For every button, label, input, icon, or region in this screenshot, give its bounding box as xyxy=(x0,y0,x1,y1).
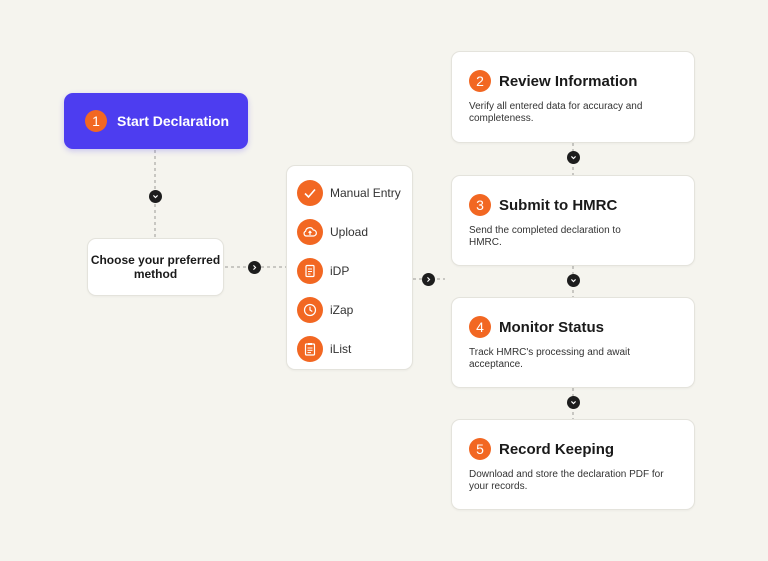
step-title: Monitor Status xyxy=(499,318,604,336)
method-list: Manual Entry Upload iDP iZap iList xyxy=(286,165,413,370)
step-number-badge: 3 xyxy=(469,194,491,216)
method-label: iList xyxy=(330,341,352,356)
method-item-idp[interactable]: iDP xyxy=(297,251,412,290)
chevron-down-icon xyxy=(149,190,162,203)
chevron-down-icon xyxy=(567,151,580,164)
method-label: iZap xyxy=(330,302,354,317)
start-declaration-title: Start Declaration xyxy=(117,113,230,129)
step-description: Send the completed declaration to HMRC. xyxy=(469,225,621,248)
method-item-ilist[interactable]: iList xyxy=(297,329,412,368)
monitor-status-node: 4 Monitor Status Track HMRC's processing… xyxy=(451,297,695,388)
step-number-badge: 5 xyxy=(469,438,491,460)
clipboard-list-icon xyxy=(297,335,323,362)
method-label: iDP xyxy=(330,263,350,278)
step-description: Verify all entered data for accuracy and… xyxy=(469,101,643,124)
start-declaration-node: 1 Start Declaration xyxy=(64,93,248,149)
choose-method-label: Choose your preferred method xyxy=(90,253,221,281)
method-item-upload[interactable]: Upload xyxy=(297,212,412,251)
step-number-badge: 4 xyxy=(469,316,491,338)
document-icon xyxy=(297,257,323,284)
step-description: Track HMRC's processing and await accept… xyxy=(469,347,631,370)
chevron-down-icon xyxy=(567,274,580,287)
method-label: Upload xyxy=(330,224,369,239)
step-number-badge: 1 xyxy=(85,110,107,132)
step-number-badge: 2 xyxy=(469,70,491,92)
method-label: Manual Entry xyxy=(330,185,401,200)
check-icon xyxy=(297,179,323,206)
clock-icon xyxy=(297,296,323,323)
submit-to-hmrc-node: 3 Submit to HMRC Send the completed decl… xyxy=(451,175,695,266)
method-item-manual-entry[interactable]: Manual Entry xyxy=(297,173,412,212)
step-title: Review Information xyxy=(499,72,638,90)
chevron-right-icon xyxy=(248,261,261,274)
record-keeping-node: 5 Record Keeping Download and store the … xyxy=(451,419,695,510)
choose-method-node: Choose your preferred method xyxy=(87,238,224,296)
review-information-node: 2 Review Information Verify all entered … xyxy=(451,51,695,143)
step-title: Submit to HMRC xyxy=(499,196,618,214)
cloud-upload-icon xyxy=(297,218,323,245)
step-title: Record Keeping xyxy=(499,440,615,458)
method-item-izap[interactable]: iZap xyxy=(297,290,412,329)
chevron-right-icon xyxy=(422,273,435,286)
step-description: Download and store the declaration PDF f… xyxy=(469,469,664,492)
chevron-down-icon xyxy=(567,396,580,409)
